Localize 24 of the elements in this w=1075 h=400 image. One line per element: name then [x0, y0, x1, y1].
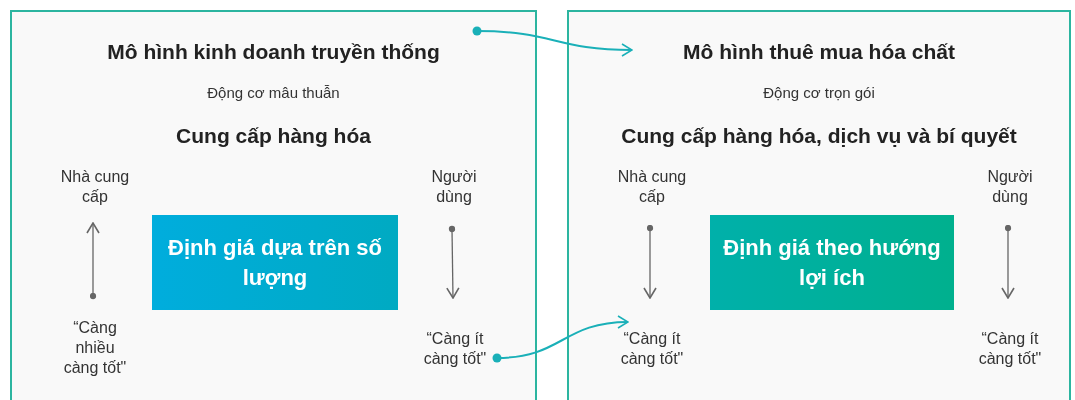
quote-text: “Càng ít càng tốt"	[412, 329, 498, 371]
arrow	[492, 315, 629, 363]
role-label: Người dùng	[419, 167, 489, 209]
arrow	[472, 26, 633, 57]
arrow	[86, 222, 100, 300]
panel-title: Mô hình thuê mua hóa chất	[683, 40, 955, 64]
quote-text: “Càng nhiều càng tốt"	[57, 318, 133, 380]
pricing-box: Định giá theo hướng lợi ích	[710, 215, 954, 310]
pricing-box: Định giá dựa trên số lượng	[152, 215, 398, 310]
section-heading: Cung cấp hàng hóa, dịch vụ và bí quyết	[621, 124, 1017, 148]
panel-card	[10, 10, 537, 400]
subtitle: Động cơ trọn gói	[763, 84, 875, 101]
panel-card	[567, 10, 1071, 400]
role-label: Nhà cung cấp	[609, 167, 695, 209]
arrow	[643, 224, 657, 299]
panel-title: Mô hình kinh doanh truyền thống	[107, 40, 440, 64]
section-heading: Cung cấp hàng hóa	[176, 124, 371, 148]
role-label: Nhà cung cấp	[52, 167, 138, 209]
quote-text: “Càng ít càng tốt"	[609, 329, 695, 371]
subtitle: Động cơ mâu thuẫn	[207, 84, 340, 101]
arrow	[446, 225, 460, 299]
quote-text: “Càng ít càng tốt"	[967, 329, 1053, 371]
role-label: Người dùng	[975, 167, 1045, 209]
arrow	[1001, 224, 1015, 299]
